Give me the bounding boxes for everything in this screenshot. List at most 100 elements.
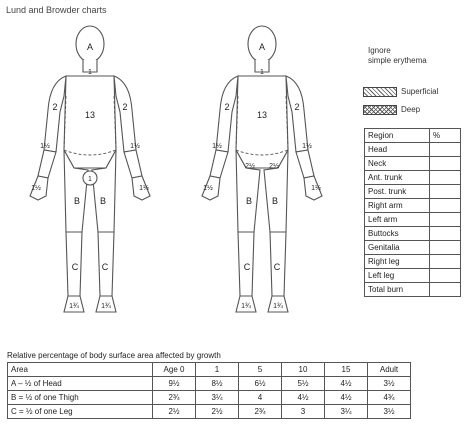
front-label-left-thigh: B bbox=[100, 196, 106, 206]
front-label-right-upper-arm: 2 bbox=[52, 102, 57, 112]
back-label-left-hand: 1½ bbox=[203, 184, 213, 192]
back-label-right-thigh: B bbox=[272, 196, 278, 206]
region-percent-cell[interactable] bbox=[430, 283, 461, 297]
front-label-left-hand: 1½ bbox=[139, 184, 149, 192]
age-value-cell: 2½ bbox=[196, 405, 239, 419]
front-label-head: A bbox=[87, 42, 93, 52]
front-label-right-thigh: B bbox=[74, 196, 80, 206]
front-label-neck: 1 bbox=[88, 69, 92, 76]
front-label-left-forearm: 1½ bbox=[130, 142, 140, 150]
region-percent-cell[interactable] bbox=[430, 227, 461, 241]
region-table-header: Region % bbox=[365, 129, 461, 143]
region-row: Genitalia bbox=[365, 241, 461, 255]
region-row: Ant. trunk bbox=[365, 171, 461, 185]
region-percent-cell[interactable] bbox=[430, 171, 461, 185]
back-label-neck: 1 bbox=[260, 69, 264, 76]
age-header: 1 bbox=[196, 363, 239, 377]
age-value-cell: 3 bbox=[282, 405, 325, 419]
region-row: Post. trunk bbox=[365, 185, 461, 199]
region-percent-cell[interactable] bbox=[430, 255, 461, 269]
age-value-cell: 4½ bbox=[325, 391, 368, 405]
region-header: Region bbox=[365, 129, 430, 143]
region-row: Left leg bbox=[365, 269, 461, 283]
age-value-cell: 3¼ bbox=[196, 391, 239, 405]
age-header: 10 bbox=[282, 363, 325, 377]
deep-crosshatch-swatch bbox=[363, 105, 397, 115]
area-cell: C = ½ of one Leg bbox=[8, 405, 153, 419]
region-percent-cell[interactable] bbox=[430, 143, 461, 157]
region-name-cell: Total burn bbox=[365, 283, 430, 297]
legend-superficial-label: Superficial bbox=[401, 87, 438, 96]
region-row: Buttocks bbox=[365, 227, 461, 241]
back-label-right-upper-arm: 2 bbox=[294, 102, 299, 112]
region-percent-cell[interactable] bbox=[430, 199, 461, 213]
region-name-cell: Ant. trunk bbox=[365, 171, 430, 185]
back-label-left-buttock: 2½ bbox=[245, 162, 255, 170]
age-header: Age 0 bbox=[153, 363, 196, 377]
back-label-right-leg: C bbox=[274, 262, 281, 272]
age-value-cell: 6½ bbox=[239, 377, 282, 391]
area-header: Area bbox=[8, 363, 153, 377]
region-row: Total burn bbox=[365, 283, 461, 297]
region-name-cell: Buttocks bbox=[365, 227, 430, 241]
legend-deep: Deep bbox=[363, 104, 420, 115]
region-name-cell: Genitalia bbox=[365, 241, 430, 255]
area-cell: A – ½ of Head bbox=[8, 377, 153, 391]
region-name-cell: Left leg bbox=[365, 269, 430, 283]
region-row: Right arm bbox=[365, 199, 461, 213]
age-value-cell: 4½ bbox=[325, 377, 368, 391]
front-label-right-foot: 1¾ bbox=[69, 303, 79, 310]
region-percent-cell[interactable] bbox=[430, 185, 461, 199]
region-row: Left arm bbox=[365, 213, 461, 227]
age-value-cell: 5½ bbox=[282, 377, 325, 391]
legend-superficial: Superficial bbox=[363, 86, 438, 97]
age-value-cell: 4 bbox=[239, 391, 282, 405]
back-label-left-forearm: 1½ bbox=[212, 142, 222, 150]
region-name-cell: Right leg bbox=[365, 255, 430, 269]
back-label-left-leg: C bbox=[244, 262, 251, 272]
back-label-right-hand: 1½ bbox=[311, 184, 321, 192]
back-label-trunk: 13 bbox=[257, 110, 267, 120]
note-line-1: Ignore bbox=[368, 46, 463, 56]
region-name-cell: Post. trunk bbox=[365, 185, 430, 199]
region-percent-cell[interactable] bbox=[430, 241, 461, 255]
front-label-left-upper-arm: 2 bbox=[122, 102, 127, 112]
age-table-caption: Relative percentage of body surface area… bbox=[7, 351, 221, 360]
age-value-cell: 4¾ bbox=[368, 391, 411, 405]
legend-deep-label: Deep bbox=[401, 105, 420, 114]
age-value-cell: 8½ bbox=[196, 377, 239, 391]
region-name-cell: Neck bbox=[365, 157, 430, 171]
age-value-cell: 9½ bbox=[153, 377, 196, 391]
age-value-cell: 2¾ bbox=[239, 405, 282, 419]
region-name-cell: Left arm bbox=[365, 213, 430, 227]
age-header: 15 bbox=[325, 363, 368, 377]
note-line-2: simple erythema bbox=[368, 56, 463, 66]
region-percent-cell[interactable] bbox=[430, 269, 461, 283]
front-label-right-hand: 1½ bbox=[31, 184, 41, 192]
region-name-cell: Head bbox=[365, 143, 430, 157]
back-label-right-foot: 1¾ bbox=[273, 303, 283, 310]
front-label-right-forearm: 1½ bbox=[40, 142, 50, 150]
front-label-left-foot: 1¾ bbox=[101, 303, 111, 310]
region-percent-cell[interactable] bbox=[430, 213, 461, 227]
region-row: Right leg bbox=[365, 255, 461, 269]
back-label-left-thigh: B bbox=[246, 196, 252, 206]
legend-note: Ignore simple erythema bbox=[368, 46, 463, 66]
region-percent-cell[interactable] bbox=[430, 157, 461, 171]
front-label-right-leg: C bbox=[72, 262, 79, 272]
age-header: 5 bbox=[239, 363, 282, 377]
age-value-cell: 2½ bbox=[153, 405, 196, 419]
age-value-cell: 3½ bbox=[368, 377, 411, 391]
superficial-hatch-swatch bbox=[363, 87, 397, 97]
age-value-cell: 2¾ bbox=[153, 391, 196, 405]
front-label-trunk: 13 bbox=[85, 110, 95, 120]
back-label-left-upper-arm: 2 bbox=[224, 102, 229, 112]
front-label-genitalia: 1 bbox=[88, 176, 92, 183]
age-value-cell: 3¼ bbox=[325, 405, 368, 419]
